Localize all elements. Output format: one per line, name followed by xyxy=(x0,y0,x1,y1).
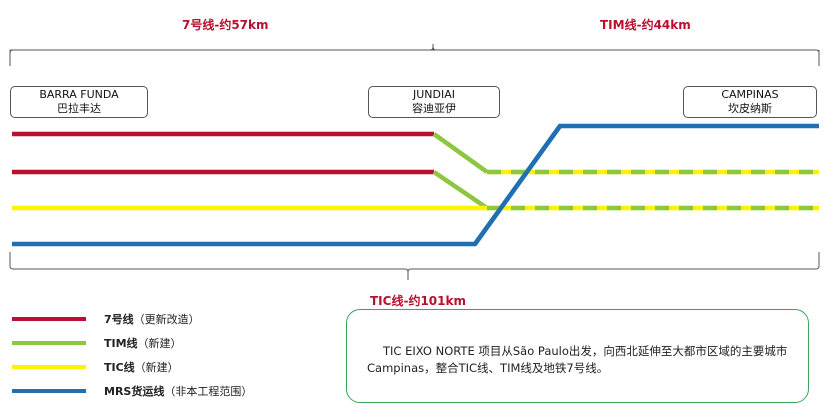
mrs-freight-line xyxy=(12,123,819,247)
legend-label-name: 7号线 xyxy=(104,313,134,326)
station-name-zh: 容迪亚伊 xyxy=(412,102,456,115)
top-bracket-ends xyxy=(9,50,820,66)
tim-branch-upper xyxy=(432,132,489,174)
legend-label: TIC线（新建） xyxy=(104,359,179,375)
station-name-zh: 巴拉丰达 xyxy=(57,102,101,115)
project-description: TIC EIXO NORTE 项目从São Paulo出发，向西北延伸至大都市区… xyxy=(367,344,788,375)
legend-item-mrs: MRS货运线（非本工程范围） xyxy=(12,382,342,400)
station-campinas: CAMPINAS 坎皮纳斯 xyxy=(683,86,817,118)
legend-label: TIM线（新建） xyxy=(104,335,182,351)
legend-swatch-line7 xyxy=(12,317,86,321)
legend-item-tic: TIC线（新建） xyxy=(12,358,342,376)
tim-branch-lower xyxy=(432,170,489,210)
legend-label-note: （新建） xyxy=(137,337,182,350)
legend-label-name: MRS货运线 xyxy=(104,385,165,398)
legend-item-tim: TIM线（新建） xyxy=(12,334,342,352)
station-barra-funda: BARRA FUNDA 巴拉丰达 xyxy=(10,86,148,118)
legend-label-name: TIC线 xyxy=(104,361,135,374)
project-info-box: TIC EIXO NORTE 项目从São Paulo出发，向西北延伸至大都市区… xyxy=(346,309,809,403)
station-name-en: JUNDIAI xyxy=(412,88,455,101)
tim-length-bracket xyxy=(432,45,820,65)
station-name-zh: 坎皮纳斯 xyxy=(728,102,772,115)
legend-item-line7: 7号线（更新改造） xyxy=(12,310,342,328)
mrs-freight-crossing xyxy=(473,124,562,246)
legend-label: 7号线（更新改造） xyxy=(104,311,200,327)
line7-length-bracket xyxy=(9,45,437,65)
tim-length-label: TIM线-约44km xyxy=(600,18,691,32)
line7-length-label: 7号线-约57km xyxy=(182,18,269,32)
station-jundiai: JUNDIAI 容迪亚伊 xyxy=(368,86,500,118)
legend-label-note: （非本工程范围） xyxy=(164,385,253,398)
legend-label-name: TIM线 xyxy=(104,337,138,350)
legend-swatch-tic xyxy=(12,365,86,369)
legend-swatch-mrs xyxy=(12,389,86,393)
tic-length-bracket xyxy=(9,252,820,280)
legend-label-note: （更新改造） xyxy=(133,313,200,326)
legend-label: MRS货运线（非本工程范围） xyxy=(104,383,252,399)
station-name-en: CAMPINAS xyxy=(721,88,779,101)
tic-length-label: TIC线-约101km xyxy=(370,294,466,308)
legend-label-note: （新建） xyxy=(134,361,179,374)
legend-swatch-tim xyxy=(12,341,86,345)
station-name-en: BARRA FUNDA xyxy=(39,88,119,101)
